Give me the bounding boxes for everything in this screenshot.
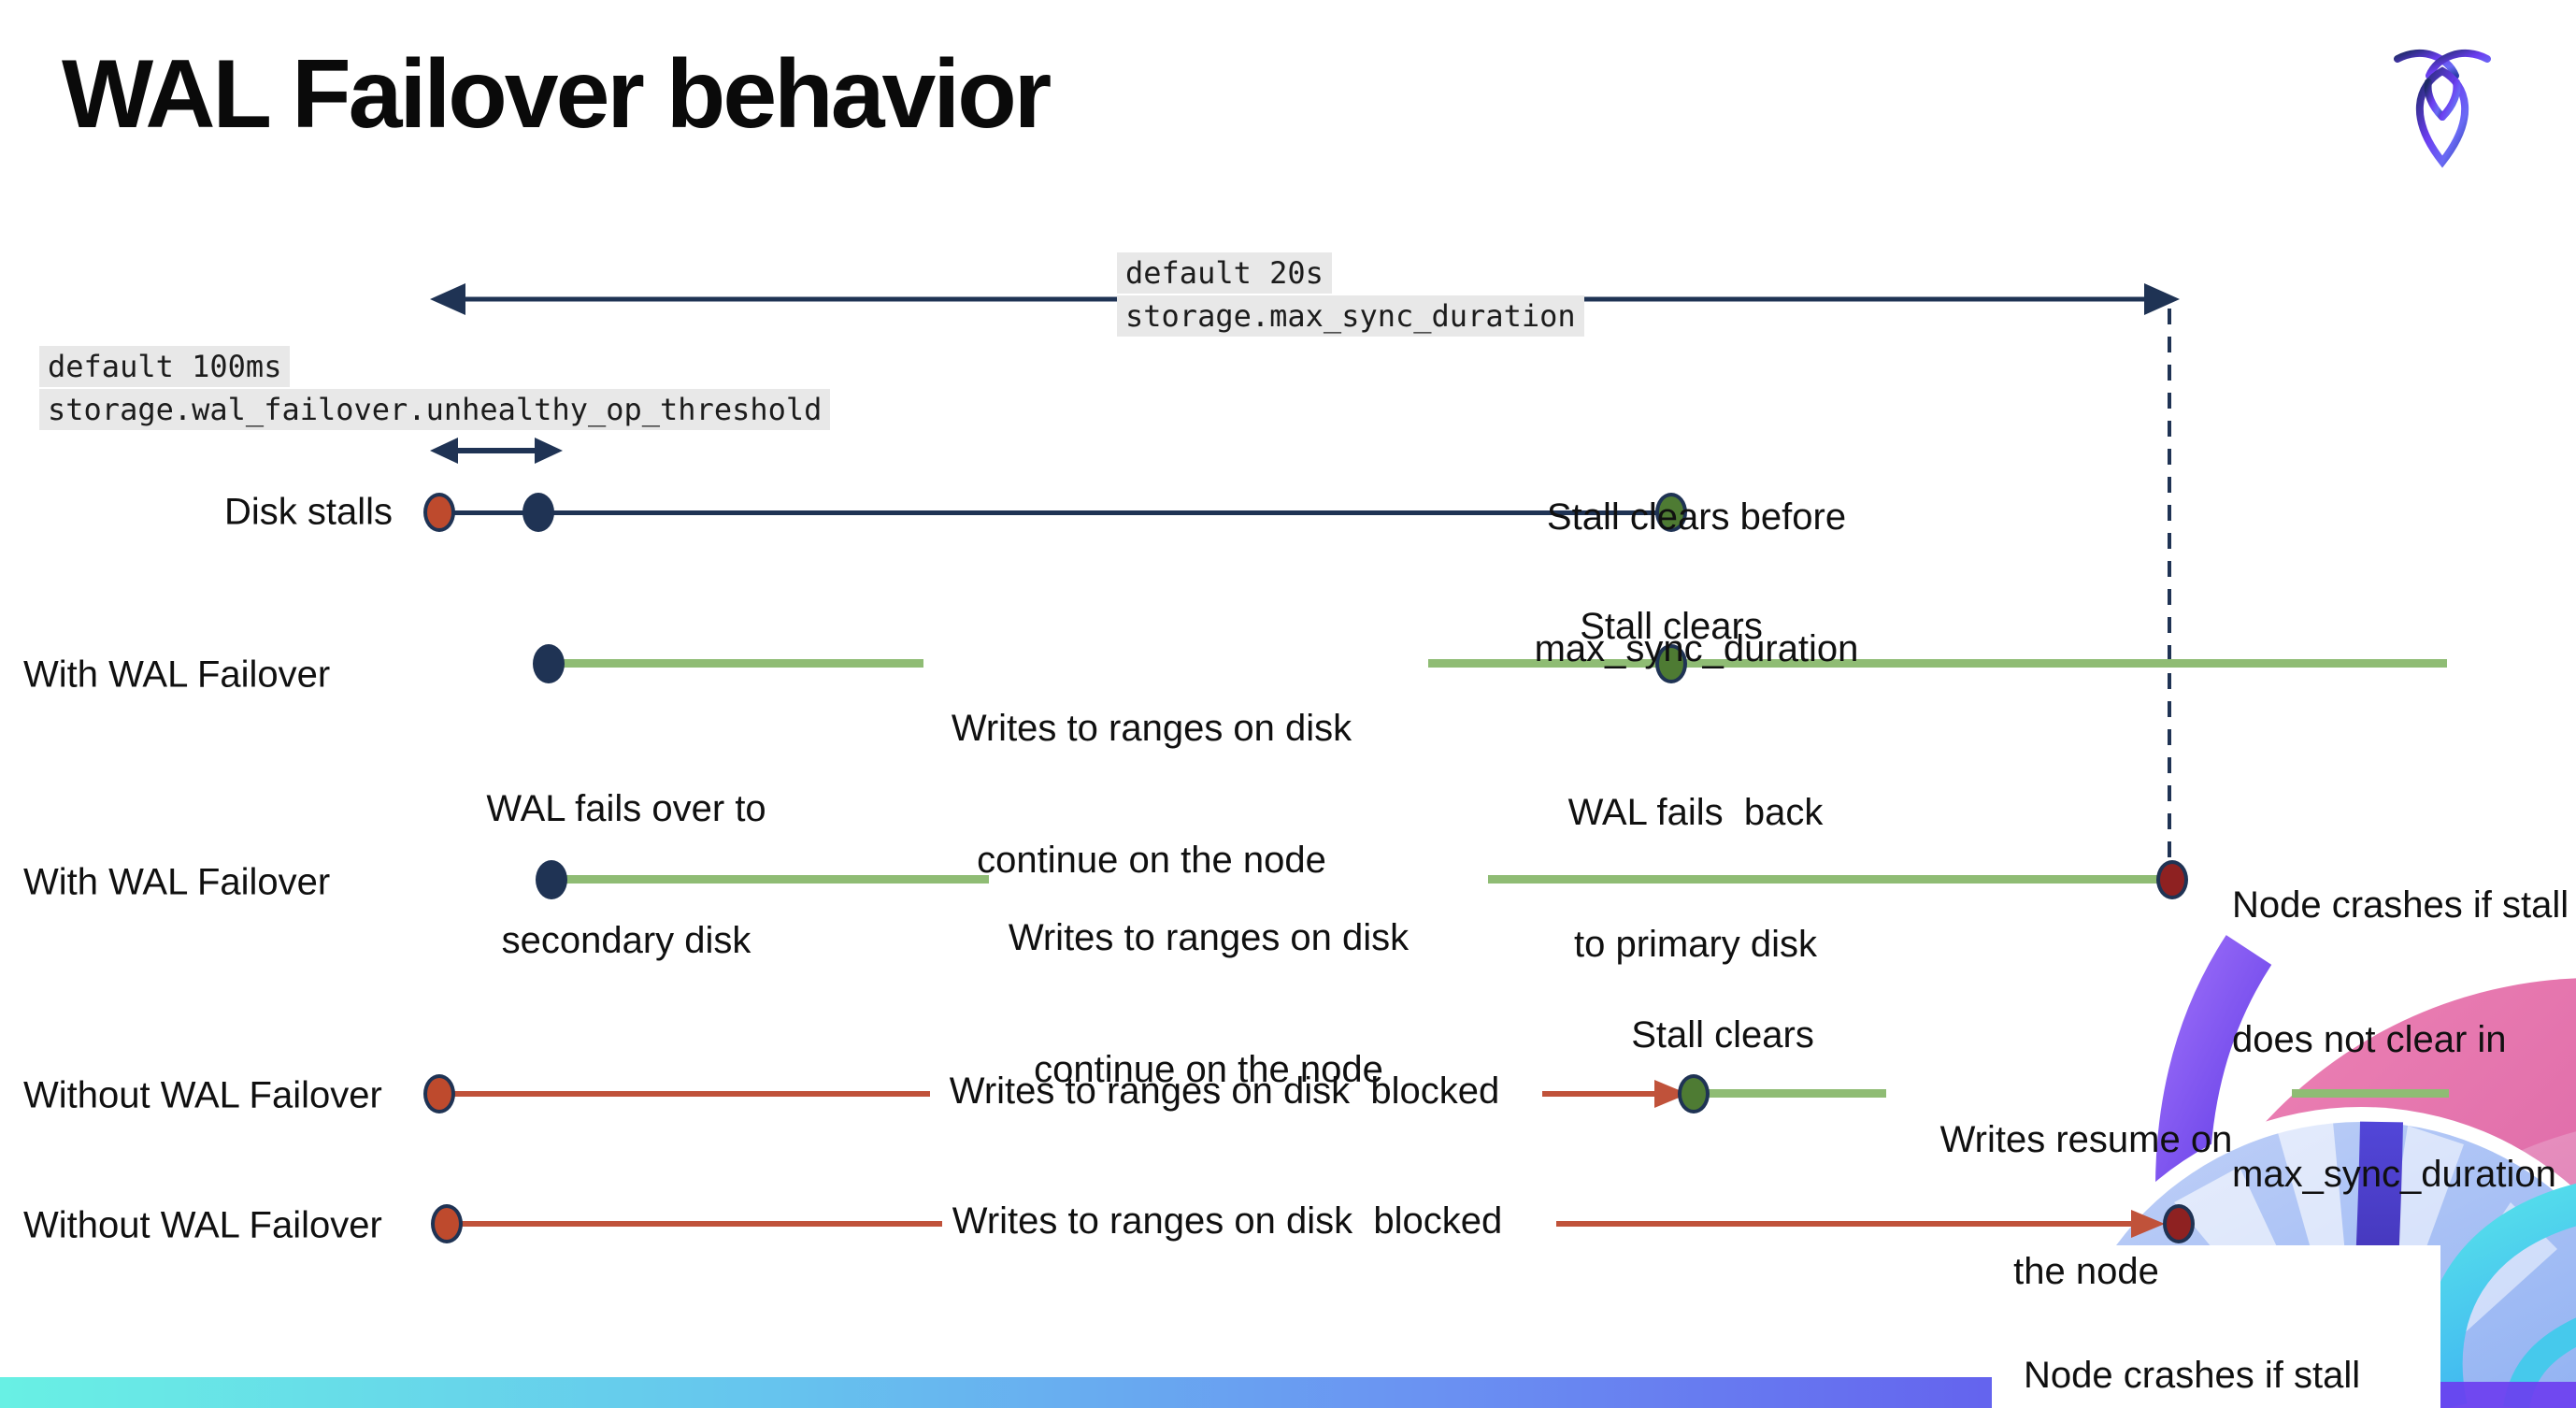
note-line: continue on the node: [977, 840, 1326, 881]
note-writes-continue-row2: Writes to ranges on disk continue on the…: [952, 619, 1352, 970]
note-line: Stall clears before: [1546, 496, 1847, 538]
row-label-with-wal-failover-2: With WAL Failover: [23, 861, 331, 903]
node-crash-dot-row5: [2163, 1204, 2195, 1243]
note-writes-blocked-row4: Writes to ranges on disk blocked: [949, 1070, 1500, 1112]
red-line-row4: [452, 1091, 930, 1097]
stall-clear-dot-row2: [1655, 644, 1687, 683]
unhealthy-op-threshold-arrow: [430, 438, 563, 464]
max-sync-setting-text: storage.max_sync_duration: [1117, 295, 1584, 337]
note-line: Node crashes if stall: [2024, 1355, 2361, 1396]
note-line: WAL fails over to: [486, 788, 766, 829]
green-line-row2-b: [1428, 659, 2447, 668]
timeline-row1: [439, 510, 1671, 515]
note-writes-continue-row3: Writes to ranges on disk continue on the…: [1009, 828, 1409, 1180]
max-sync-default-text: default 20s: [1117, 252, 1332, 294]
note-node-crashes-row5: Node crashes if stall does not clear in …: [2024, 1268, 2360, 1408]
row-label-disk-stalls: Disk stalls: [224, 491, 394, 533]
note-line: the node: [2013, 1251, 2159, 1292]
unhealthy-threshold-config-label: default 100ms storage.wal_failover.unhea…: [39, 346, 831, 432]
note-line: Writes to ranges on disk: [1008, 917, 1410, 958]
unhealthy-setting-text: storage.wal_failover.unhealthy_op_thresh…: [39, 389, 831, 430]
note-node-crashes-row3: Node crashes if stall does not clear in …: [2232, 793, 2569, 1286]
cockroachdb-logo-icon: [2394, 49, 2491, 168]
row-label-with-wal-failover-1: With WAL Failover: [23, 654, 331, 696]
note-line: secondary disk: [501, 920, 751, 961]
note-stall-clears-row4: Stall clears: [1631, 1014, 1814, 1056]
note-stall-clears-before: Stall clears before max_sync_duration: [1535, 408, 1859, 759]
red-arrow-row4: [1542, 1080, 1688, 1108]
red-arrow-row5: [1556, 1210, 2165, 1238]
page-title: WAL Failover behavior: [62, 40, 1052, 149]
green-line-row4-b: [2292, 1089, 2449, 1098]
note-line: Node crashes if stall: [2232, 884, 2569, 926]
stall-start-dot-row5: [431, 1204, 463, 1243]
stall-clear-dot-row1: [1655, 493, 1687, 532]
max-sync-deadline-dashed-line: [2168, 309, 2171, 866]
failover-dot-row2: [533, 644, 565, 683]
node-crash-dot-row3: [2156, 860, 2188, 899]
green-line-row3-b: [1488, 875, 2170, 884]
threshold-dot-row1: [522, 493, 554, 532]
green-line-row2-a: [561, 659, 923, 668]
note-writes-resume: Writes resume on the node: [1940, 1030, 2233, 1382]
note-stall-clears-row2: Stall clears: [1580, 606, 1763, 647]
unhealthy-default-text: default 100ms: [39, 346, 291, 387]
note-wal-fails-over: WAL fails over to secondary disk: [486, 699, 766, 1051]
caption-box: [1992, 1245, 2440, 1408]
note-line: WAL fails back: [1567, 792, 1824, 833]
green-line-row3-a: [564, 875, 989, 884]
red-line-row5: [460, 1221, 942, 1227]
row-label-without-wal-failover-1: Without WAL Failover: [23, 1074, 382, 1116]
note-line: max_sync_duration: [1534, 628, 1859, 669]
note-line: does not clear in: [2232, 1019, 2507, 1060]
failover-dot-row3: [536, 860, 567, 899]
note-line: Writes to ranges on disk: [951, 708, 1352, 749]
note-writes-blocked-row5: Writes to ranges on disk blocked: [952, 1200, 1503, 1242]
max-sync-config-label: default 20s storage.max_sync_duration: [1117, 252, 1584, 338]
stall-start-dot-row1: [423, 493, 455, 532]
note-line: Writes resume on: [1939, 1119, 2233, 1160]
stall-clear-dot-row4: [1678, 1074, 1710, 1113]
note-wal-fails-back: WAL fails back to primary disk: [1568, 703, 1824, 1055]
note-line: continue on the node: [1034, 1049, 1383, 1090]
note-line: max_sync_duration: [2232, 1154, 2556, 1195]
note-line: to primary disk: [1573, 924, 1818, 965]
green-line-row4-a: [1709, 1089, 1886, 1098]
row-label-without-wal-failover-2: Without WAL Failover: [23, 1204, 382, 1246]
stall-start-dot-row4: [423, 1074, 455, 1113]
